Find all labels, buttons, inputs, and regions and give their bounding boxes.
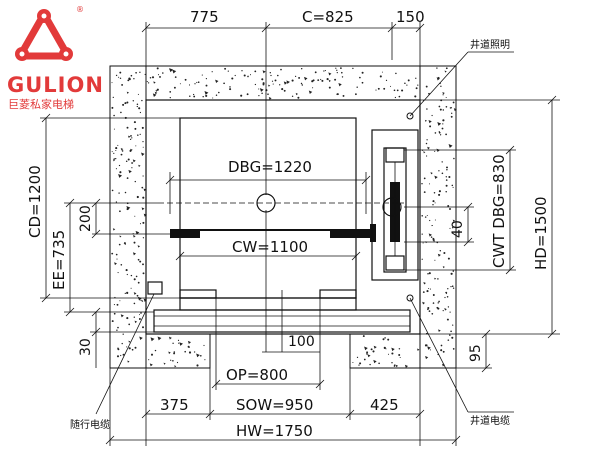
cwt-centre-mark: [382, 197, 402, 217]
dim-40: 40: [450, 220, 466, 238]
annotation-leaders: [95, 51, 514, 415]
dim-dbg: DBG=1220: [228, 158, 312, 176]
dim-ee: EE=735: [50, 230, 68, 290]
dim-30: 30: [78, 338, 94, 356]
dimension-lines: [40, 22, 560, 446]
dim-cd: CD=1200: [26, 165, 44, 238]
dim-200: 200: [78, 205, 94, 232]
logo-mark-icon: [15, 9, 73, 61]
concrete-texture: [111, 67, 457, 368]
registered-mark: ®: [76, 5, 84, 14]
counterweight-assembly: [371, 129, 419, 281]
car-guide-rails: [170, 224, 376, 242]
label-travel-cable: 随行电缆: [70, 418, 110, 431]
dim-op: OP=800: [226, 366, 288, 384]
dim-cwt-dbg: CWT DBG=830: [490, 154, 508, 268]
dim-100: 100: [288, 334, 315, 350]
shaft-walls: [109, 65, 457, 369]
dim-cw: CW=1100: [232, 238, 308, 256]
logo-name: GULION: [7, 73, 104, 97]
dim-375: 375: [160, 396, 189, 414]
dim-95: 95: [468, 344, 484, 362]
label-hoistway-cable: 井道电缆: [470, 414, 510, 427]
dim-sow: SOW=950: [236, 396, 313, 414]
label-hoistway-lighting: 井道照明: [470, 38, 510, 51]
gulion-logo: ® GULION 巨菱私家电梯: [7, 5, 104, 111]
dim-top-left: 775: [190, 8, 219, 26]
dim-top-right: 150: [396, 8, 425, 26]
logo-subtitle: 巨菱私家电梯: [8, 97, 74, 111]
dim-425: 425: [370, 396, 399, 414]
dim-top-c: C=825: [302, 8, 354, 26]
dim-hw: HW=1750: [236, 422, 313, 440]
dim-hd: HD=1500: [532, 196, 550, 270]
